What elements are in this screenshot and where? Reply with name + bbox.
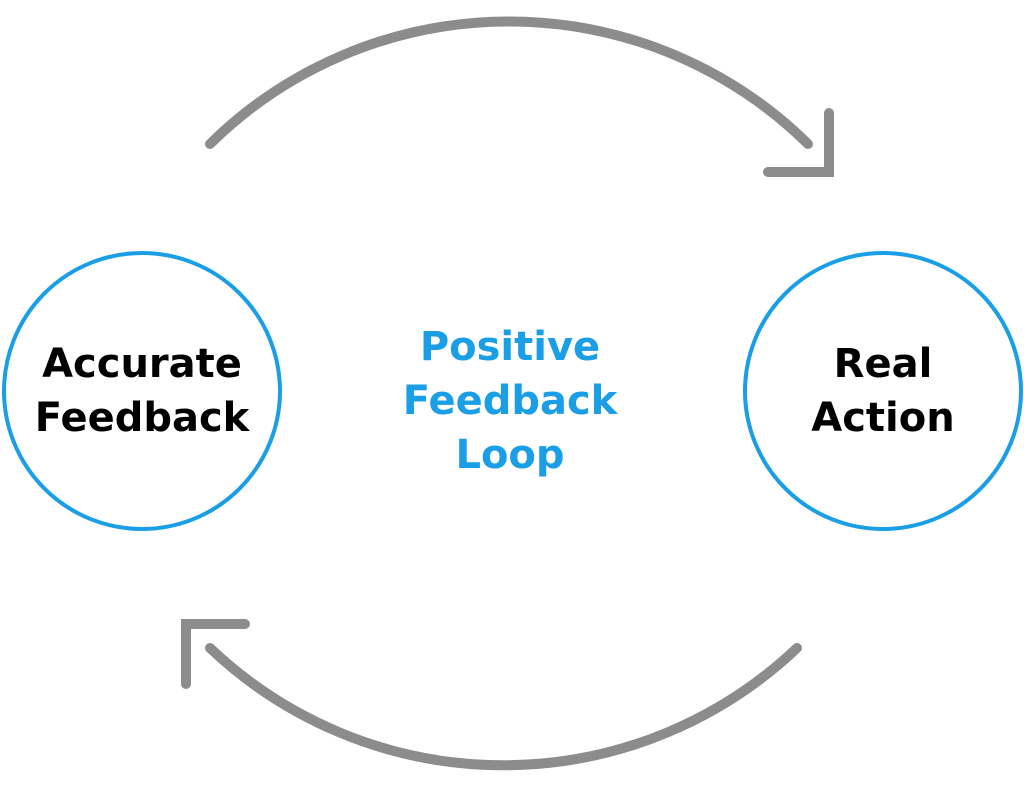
center-label-line: Positive (419, 324, 601, 370)
node-label-line: Accurate (42, 341, 242, 387)
top-arrowhead (763, 108, 834, 177)
accurate-feedback-node: Accurate Feedback (2, 251, 282, 531)
node-label-line: Action (811, 395, 955, 441)
center-label: Positive Feedback Loop (380, 320, 640, 482)
real-action-node: Real Action (743, 251, 1023, 531)
center-label-line: Feedback (402, 378, 618, 424)
bottom-arc-arrow (205, 643, 802, 771)
top-arc-arrow (205, 16, 813, 149)
center-label-line: Loop (455, 432, 565, 478)
node-label-line: Real (833, 341, 933, 387)
bottom-arrowhead (181, 619, 250, 689)
node-label-line: Feedback (34, 395, 250, 441)
